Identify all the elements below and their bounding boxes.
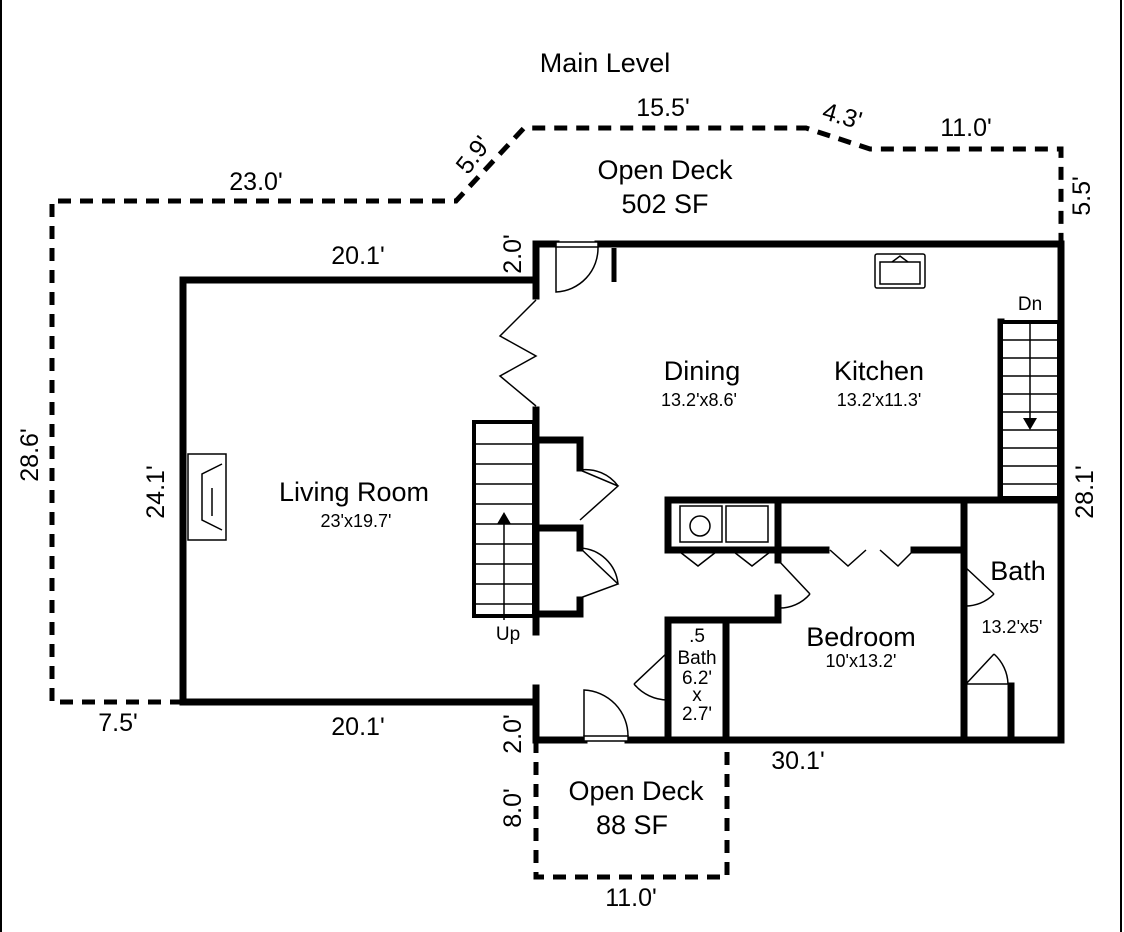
dim-deck-left: 28.6' — [16, 428, 44, 481]
dim-deck-top-mid: 15.5' — [636, 94, 689, 122]
bath-closet-door[interactable] — [965, 653, 1009, 685]
main-deck-outline — [49, 125, 1064, 705]
dining-name: Dining — [664, 356, 741, 386]
closet-door-upper[interactable] — [579, 468, 620, 521]
stair-up-arrow-head — [497, 512, 511, 524]
bedroom-closet-door[interactable] — [829, 549, 915, 568]
dim-living-bottom: 20.1' — [331, 713, 384, 741]
kitchen-faucet — [891, 255, 909, 263]
lower-deck-area: 88 SF — [596, 810, 668, 840]
bedroom-name: Bedroom — [806, 622, 916, 652]
washer-door — [689, 515, 711, 537]
washer — [679, 505, 723, 543]
lower-deck-name: Open Deck — [568, 776, 704, 806]
bath-name: Bath — [990, 556, 1046, 586]
deck-door-bottom[interactable] — [583, 689, 629, 742]
deck-door-top[interactable] — [555, 241, 599, 293]
stair-up-label: Up — [496, 624, 520, 645]
dim-lower-deck-bottom: 11.0' — [605, 884, 657, 912]
kitchen-sink-basin — [879, 261, 921, 285]
laundry-bifold-door[interactable] — [679, 551, 771, 567]
closet-door-lower[interactable] — [579, 547, 620, 599]
dim-deck-bottom-left: 7.5' — [98, 709, 138, 737]
dim-jog-bottom: 2.0' — [499, 714, 527, 754]
kitchen-size: 13.2'x11.3' — [837, 390, 922, 410]
dim-deck-diag-right: 4.3' — [819, 97, 865, 135]
dim-living-top: 20.1' — [331, 242, 384, 270]
living-room-name: Living Room — [279, 477, 429, 507]
dim-right-wall: 28.1' — [1071, 465, 1099, 518]
main-deck-area: 502 SF — [621, 189, 708, 219]
kitchen-sink — [874, 253, 926, 289]
fireplace — [187, 453, 227, 541]
half-bath-label-2: Bath — [677, 648, 716, 669]
living-room-size: 23'x19.7' — [321, 511, 392, 531]
main-deck-name: Open Deck — [597, 155, 733, 185]
half-bath-label-3: 6.2' — [682, 668, 712, 689]
kitchen-name: Kitchen — [834, 356, 924, 386]
dim-living-height: 24.1' — [142, 465, 170, 518]
dim-deck-right: 5.5' — [1068, 176, 1096, 216]
exterior-walls — [179, 276, 540, 706]
exterior-walls-lower — [532, 684, 588, 744]
bath-size: 13.2'x5' — [982, 617, 1043, 637]
stair-down-arrow-head — [1023, 418, 1037, 430]
fireplace-insert — [201, 463, 223, 531]
plan-title: Main Level — [540, 48, 671, 78]
stair-down-label: Dn — [1018, 294, 1042, 315]
exterior-walls-upper — [532, 240, 560, 300]
dim-lower-deck-left: 8.0' — [499, 788, 527, 828]
dining-size: 13.2'x8.6' — [661, 390, 737, 410]
half-bath-label-1: .5 — [689, 626, 705, 647]
dim-bottom-right: 30.1' — [771, 747, 824, 775]
dryer — [725, 505, 769, 543]
bedroom-size: 10'x13.2' — [826, 651, 897, 671]
dim-deck-top-right: 11.0' — [940, 114, 992, 142]
bath-door[interactable] — [963, 565, 995, 607]
stair-walls — [532, 420, 584, 636]
living-bifold-door[interactable] — [498, 299, 538, 407]
half-bath-label-4: x — [692, 685, 702, 706]
bedroom-door[interactable] — [777, 559, 811, 609]
dim-deck-top-left: 23.0' — [229, 168, 282, 196]
lower-deck-outline — [533, 740, 730, 880]
half-bath-label-5: 2.7' — [682, 704, 712, 725]
dim-deck-diag-left: 5.9' — [450, 131, 496, 179]
dim-jog-top: 2.0' — [499, 234, 527, 274]
half-bath-door[interactable] — [633, 651, 669, 701]
